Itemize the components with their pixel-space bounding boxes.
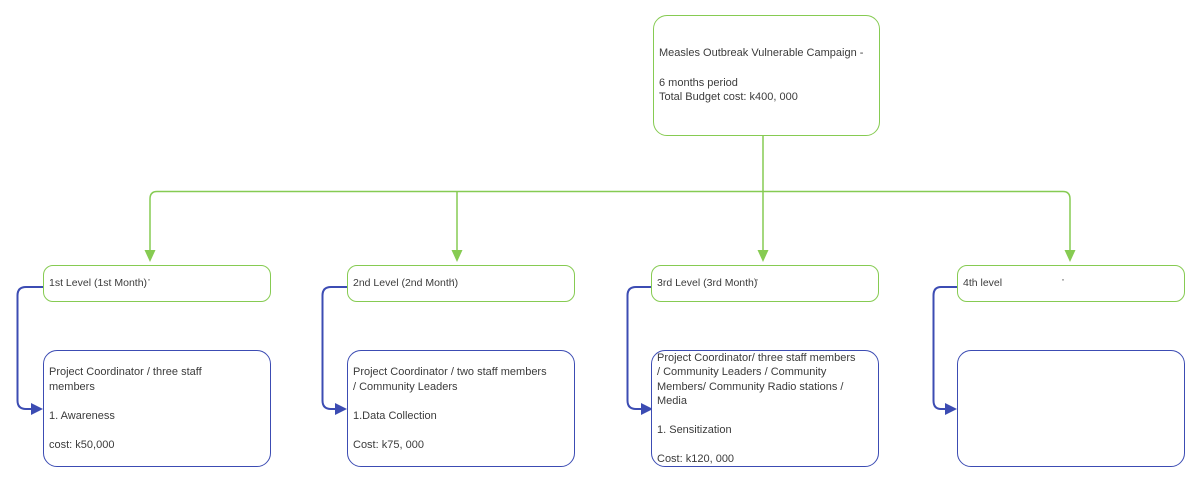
arrow-right-icon: [31, 403, 43, 415]
node-level-4[interactable]: 4th level ·: [957, 265, 1185, 302]
node-root-text: Measles Outbreak Vulnerable Campaign - 6…: [659, 46, 864, 104]
node-level-4-label: 4th level: [963, 277, 1003, 289]
arrow-down-icon: [1064, 250, 1076, 262]
blue-connector-4: [932, 286, 957, 410]
node-marker-dot: ·: [755, 272, 759, 286]
arrow-right-icon: [335, 403, 347, 415]
blue-connector-2: [321, 286, 347, 410]
node-level-1[interactable]: 1st Level (1st Month) ·: [43, 265, 271, 302]
node-root[interactable]: Measles Outbreak Vulnerable Campaign - 6…: [653, 15, 880, 136]
arrow-down-icon: [757, 250, 769, 262]
arrow-down-icon: [451, 250, 463, 262]
node-detail-1-text: Project Coordinator / three staff member…: [49, 366, 202, 451]
blue-connector-1: [16, 286, 43, 410]
node-level-1-label: 1st Level (1st Month): [49, 277, 148, 289]
arrow-right-icon: [945, 403, 957, 415]
node-detail-1[interactable]: Project Coordinator / three staff member…: [43, 350, 271, 467]
node-level-2-label: 2nd Level (2nd Month): [353, 277, 459, 289]
arrow-down-icon: [144, 250, 156, 262]
green-connector-rail: [149, 190, 1071, 251]
node-marker-dot: ·: [147, 272, 151, 286]
blue-connector-3: [626, 286, 651, 410]
node-detail-3[interactable]: Project Coordinator/ three staff members…: [651, 350, 879, 467]
node-marker-dot: ·: [1061, 272, 1065, 286]
node-level-2[interactable]: 2nd Level (2nd Month) ·: [347, 265, 575, 302]
node-level-3-label: 3rd Level (3rd Month): [657, 277, 758, 289]
node-detail-2[interactable]: Project Coordinator / two staff members …: [347, 350, 575, 467]
node-detail-4[interactable]: [957, 350, 1185, 467]
node-detail-2-text: Project Coordinator / two staff members …: [353, 366, 547, 451]
node-level-3[interactable]: 3rd Level (3rd Month) ·: [651, 265, 879, 302]
node-detail-3-text: Project Coordinator/ three staff members…: [657, 351, 856, 466]
node-marker-dot: ·: [451, 272, 455, 286]
